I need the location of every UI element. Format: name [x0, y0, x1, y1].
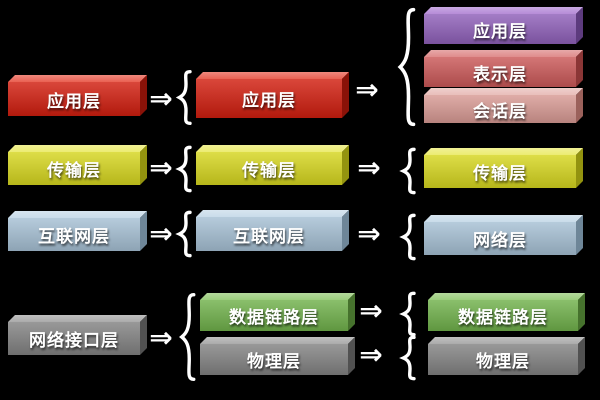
layer-label: 应用层: [47, 91, 101, 111]
box-side-face: [576, 88, 583, 123]
box-front-face: 网络层: [424, 222, 576, 255]
box-front-face: 网络接口层: [8, 322, 140, 355]
box-left-network-interface: 网络接口层: [8, 315, 147, 355]
box-side-face: [578, 293, 585, 331]
layer-label: 互联网层: [38, 227, 110, 246]
box-front-face: 物理层: [428, 344, 578, 375]
brace-icon: [400, 148, 416, 194]
layer-label: 会话层: [473, 101, 527, 121]
layer-label: 网络层: [473, 231, 527, 250]
box-front-face: 应用层: [196, 79, 342, 118]
box-top-face: [8, 145, 147, 152]
box-left-internet: 互联网层: [8, 211, 147, 251]
arrow-icon: ⇒: [357, 152, 381, 183]
box-middle-data-link: 数据链路层: [200, 293, 355, 331]
box-top-face: [8, 315, 147, 322]
box-front-face: 数据链路层: [200, 300, 348, 331]
arrow-icon: ⇒: [355, 74, 379, 105]
box-side-face: [348, 337, 355, 375]
box-right-transport: 传输层: [424, 148, 583, 188]
box-front-face: 会话层: [424, 95, 576, 123]
brace-icon: [178, 292, 196, 382]
box-top-face: [424, 88, 583, 95]
box-middle-application: 应用层: [196, 72, 349, 118]
box-front-face: 应用层: [8, 82, 140, 116]
layer-label: 物理层: [247, 352, 301, 371]
box-side-face: [348, 293, 355, 331]
box-side-face: [576, 215, 583, 255]
box-top-face: [8, 75, 147, 82]
layer-label: 应用层: [473, 21, 527, 41]
layer-label: 应用层: [242, 91, 296, 110]
box-left-application: 应用层: [8, 75, 147, 116]
arrow-icon: ⇒: [149, 83, 173, 114]
brace-icon: [400, 292, 416, 336]
box-front-face: 数据链路层: [428, 300, 578, 331]
box-front-face: 传输层: [196, 152, 342, 185]
box-side-face: [576, 7, 583, 44]
box-middle-physical: 物理层: [200, 337, 355, 375]
box-top-face: [428, 337, 585, 344]
box-side-face: [342, 72, 349, 118]
layer-label: 物理层: [476, 352, 530, 371]
box-front-face: 应用层: [424, 14, 576, 44]
box-front-face: 表示层: [424, 57, 576, 87]
box-top-face: [424, 148, 583, 155]
arrow-icon: ⇒: [359, 339, 383, 370]
arrow-icon: ⇒: [359, 295, 383, 326]
box-front-face: 传输层: [8, 152, 140, 185]
layer-label: 数据链路层: [458, 308, 548, 327]
box-top-face: [424, 50, 583, 57]
brace-icon: [176, 211, 192, 257]
box-front-face: 互联网层: [196, 217, 342, 251]
layer-label: 网络接口层: [29, 331, 119, 350]
box-front-face: 互联网层: [8, 218, 140, 251]
box-front-face: 传输层: [424, 155, 576, 188]
box-side-face: [576, 50, 583, 87]
box-right-physical: 物理层: [428, 337, 585, 375]
layer-label: 传输层: [473, 164, 527, 183]
box-side-face: [578, 337, 585, 375]
box-middle-internet: 互联网层: [196, 210, 349, 251]
box-top-face: [424, 7, 583, 14]
arrow-icon: ⇒: [149, 218, 173, 249]
box-right-data-link: 数据链路层: [428, 293, 585, 331]
arrow-icon: ⇒: [357, 218, 381, 249]
arrow-icon: ⇒: [149, 152, 173, 183]
box-top-face: [428, 293, 585, 300]
layer-label: 表示层: [473, 64, 527, 84]
box-front-face: 物理层: [200, 344, 348, 375]
box-side-face: [342, 210, 349, 251]
box-top-face: [196, 72, 349, 79]
box-right-network: 网络层: [424, 215, 583, 255]
layer-label: 互联网层: [233, 226, 305, 246]
arrow-icon: ⇒: [149, 322, 173, 353]
brace-icon: [176, 70, 192, 125]
brace-icon: [400, 214, 416, 260]
box-side-face: [576, 148, 583, 188]
layer-label: 传输层: [242, 161, 296, 180]
layer-label: 传输层: [47, 161, 101, 180]
box-right-presentation: 表示层: [424, 50, 583, 87]
box-side-face: [342, 145, 349, 185]
box-right-application: 应用层: [424, 7, 583, 44]
layer-label: 数据链路层: [229, 308, 319, 327]
box-left-transport: 传输层: [8, 145, 147, 185]
brace-icon: [400, 336, 416, 380]
box-top-face: [196, 145, 349, 152]
box-right-session: 会话层: [424, 88, 583, 123]
box-top-face: [196, 210, 349, 217]
box-top-face: [200, 293, 355, 300]
brace-icon: [176, 146, 192, 192]
box-top-face: [200, 337, 355, 344]
brace-icon: [396, 6, 416, 128]
box-top-face: [8, 211, 147, 218]
box-middle-transport: 传输层: [196, 145, 349, 185]
box-top-face: [424, 215, 583, 222]
